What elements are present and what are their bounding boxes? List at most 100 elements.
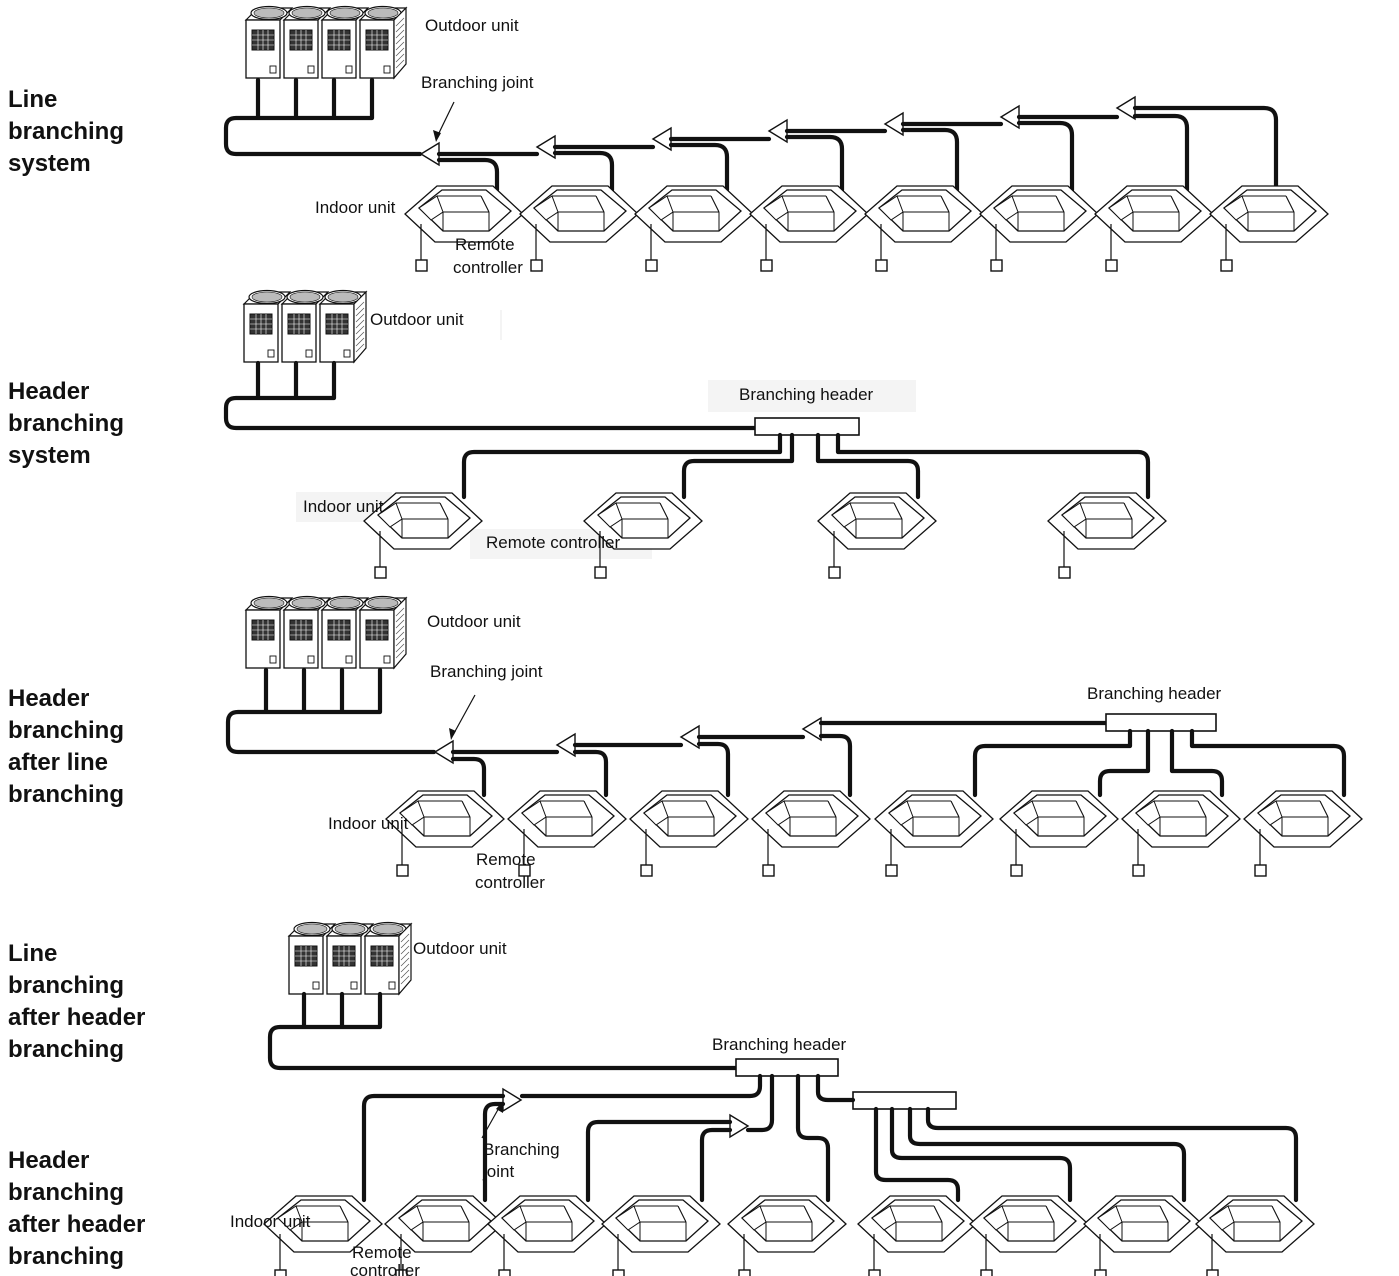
outdoor-unit-grille-line [395,643,405,653]
indoor-unit [1243,790,1363,877]
branching-joint-icon [433,739,454,765]
branching-joint-icon [999,104,1020,130]
header-branch-pipe [1189,728,1347,798]
indoor-unit [969,1195,1089,1276]
section-title-header-after-line: Header branching after line branching [8,685,125,808]
branching-joint-icon [801,716,822,742]
indoor-unit [629,790,749,877]
leader-line [481,1105,501,1139]
outdoor-unit-label: Outdoor unit [413,939,507,958]
header-branch-pipe [815,432,921,500]
outdoor-unit-grille-line [395,613,405,623]
branching-header-label: Branching header [739,385,874,404]
branching-header-icon [754,417,860,436]
branch-pipe [450,756,487,798]
branch-pipe [818,733,853,798]
header-branch-pipe [519,1073,763,1099]
outdoor-unit-grille-line [395,59,405,69]
indoor-unit [999,790,1119,877]
branching-joint-icon [555,732,576,758]
branch-pipe [552,150,615,193]
header-branch-pipe [745,1073,775,1133]
branch-pipe [668,142,730,193]
outdoor-unit-grille-line [355,313,365,323]
outdoor-unit-side [398,922,412,996]
leader-line [452,694,476,736]
header-branch-pipe [889,1106,1073,1203]
outdoor-unit-grille-line [395,649,405,659]
header-branch-pipe [1169,728,1225,798]
outdoor-unit-label: Outdoor unit [425,16,519,35]
branch-pipe [1132,113,1190,193]
header-branch-pipe [907,1106,1187,1203]
outdoor-unit-grille-line [395,53,405,63]
outdoor-link-pipe [225,667,437,755]
controller-label: controller [350,1261,420,1276]
indoor-unit [727,1195,847,1276]
outdoor-unit-grille-line [395,637,405,647]
outdoor-unit-grille-line [355,331,365,341]
branching-joint-icon [419,141,440,167]
branching-joint-icon [679,724,700,750]
header-branch-pipe [1097,728,1151,798]
branch-pipe [436,157,500,193]
outdoor-unit-grille-line [355,307,365,317]
main-pipe-end [1132,105,1279,193]
branching-joint-icon [651,126,672,152]
branching-joint-icon [729,1113,750,1139]
outdoor-unit-grille-line [355,325,365,335]
controller-label: controller [453,258,523,277]
branching-joint-icon [1115,95,1136,121]
indoor-unit [1094,185,1214,272]
indoor-unit-label: Indoor unit [315,198,396,217]
branch-pipe [572,749,609,798]
section-title-line-after-header: Line branching after header branching [8,940,146,1063]
branch-pipe [696,741,731,798]
indoor-unit [1047,492,1167,579]
indoor-unit [874,790,994,877]
outdoor-unit-grille-line [395,29,405,39]
indoor-unit [817,492,937,579]
outdoor-unit-grille-line [395,35,405,45]
outdoor-unit-label: Outdoor unit [370,310,464,329]
outdoor-unit-grille-line [400,951,410,961]
header-branch-pipe [835,432,1151,500]
remote-label: Remote [455,235,515,254]
header-branch-pipe [681,432,795,500]
outdoor-unit-grille-line [395,619,405,629]
indoor-unit [1121,790,1241,877]
outdoor-unit-grille-line [355,337,365,347]
outdoor-unit-label: Outdoor unit [427,612,521,631]
indoor-unit [1195,1195,1315,1276]
branch-pipe [900,127,960,193]
label-background [500,310,502,340]
branching-header-label: Branching header [712,1035,847,1054]
branching-joint-label: Branching joint [430,662,543,681]
label-background [708,380,916,412]
leader-arrowhead [496,1101,503,1113]
section-title-header-branching: Header branching system [8,378,125,469]
indoor-unit [751,790,871,877]
outdoor-unit-grille-line [395,47,405,57]
controller-label: controller [475,873,545,892]
branching-joint-label: Branching joint [421,73,534,92]
outdoor-unit-grille-line [400,945,410,955]
remote-controller-label: Remote controller [486,533,621,552]
branch-pipe [784,134,845,193]
outdoor-unit-grille-line [395,631,405,641]
outdoor-unit-grille-line [395,23,405,33]
indoor-unit-label: Indoor unit [303,497,384,516]
branch-pipe [699,1127,733,1203]
header-branch-pipe [972,728,1133,798]
branching-joint-icon [535,134,556,160]
branch-pipe [1016,120,1075,193]
outdoor-unit-grille-line [395,41,405,51]
leader-line [436,101,455,138]
leader-arrowhead [449,728,456,740]
branching-joint-icon [883,111,904,137]
outdoor-unit-grille-line [400,957,410,967]
indoor-unit [864,185,984,272]
header-branch-pipe [873,1106,961,1203]
